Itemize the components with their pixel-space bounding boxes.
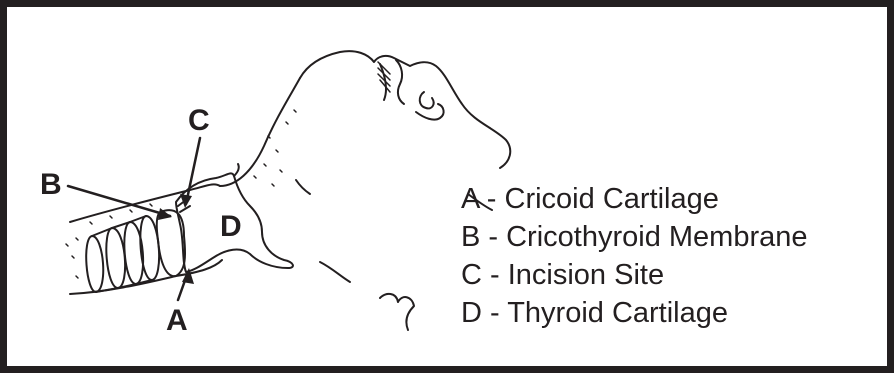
thyroid-notch <box>234 164 239 176</box>
cricoid-cartilage <box>157 210 185 276</box>
legend-item-d: D - Thyroid Cartilage <box>461 294 808 332</box>
clavicle-hint <box>380 294 414 330</box>
chin-outline <box>416 104 444 120</box>
legend-item-a: A - Cricoid Cartilage <box>461 180 808 218</box>
face-profile-outline <box>300 51 510 168</box>
nostril <box>420 92 434 108</box>
callout-a: A <box>166 306 188 336</box>
leader-line-c <box>186 138 200 204</box>
nose-outline <box>396 60 404 104</box>
jaw-line <box>220 78 300 186</box>
legend: A - Cricoid Cartilage B - Cricothyroid M… <box>461 180 808 332</box>
legend-item-c: C - Incision Site <box>461 256 808 294</box>
callout-d: D <box>220 212 242 242</box>
callout-c: C <box>188 106 210 136</box>
trachea-rings <box>86 216 159 292</box>
legend-item-b: B - Cricothyroid Membrane <box>461 218 808 256</box>
callout-b: B <box>40 170 62 200</box>
leader-line-b <box>68 186 170 216</box>
neck-stipple <box>66 110 296 278</box>
